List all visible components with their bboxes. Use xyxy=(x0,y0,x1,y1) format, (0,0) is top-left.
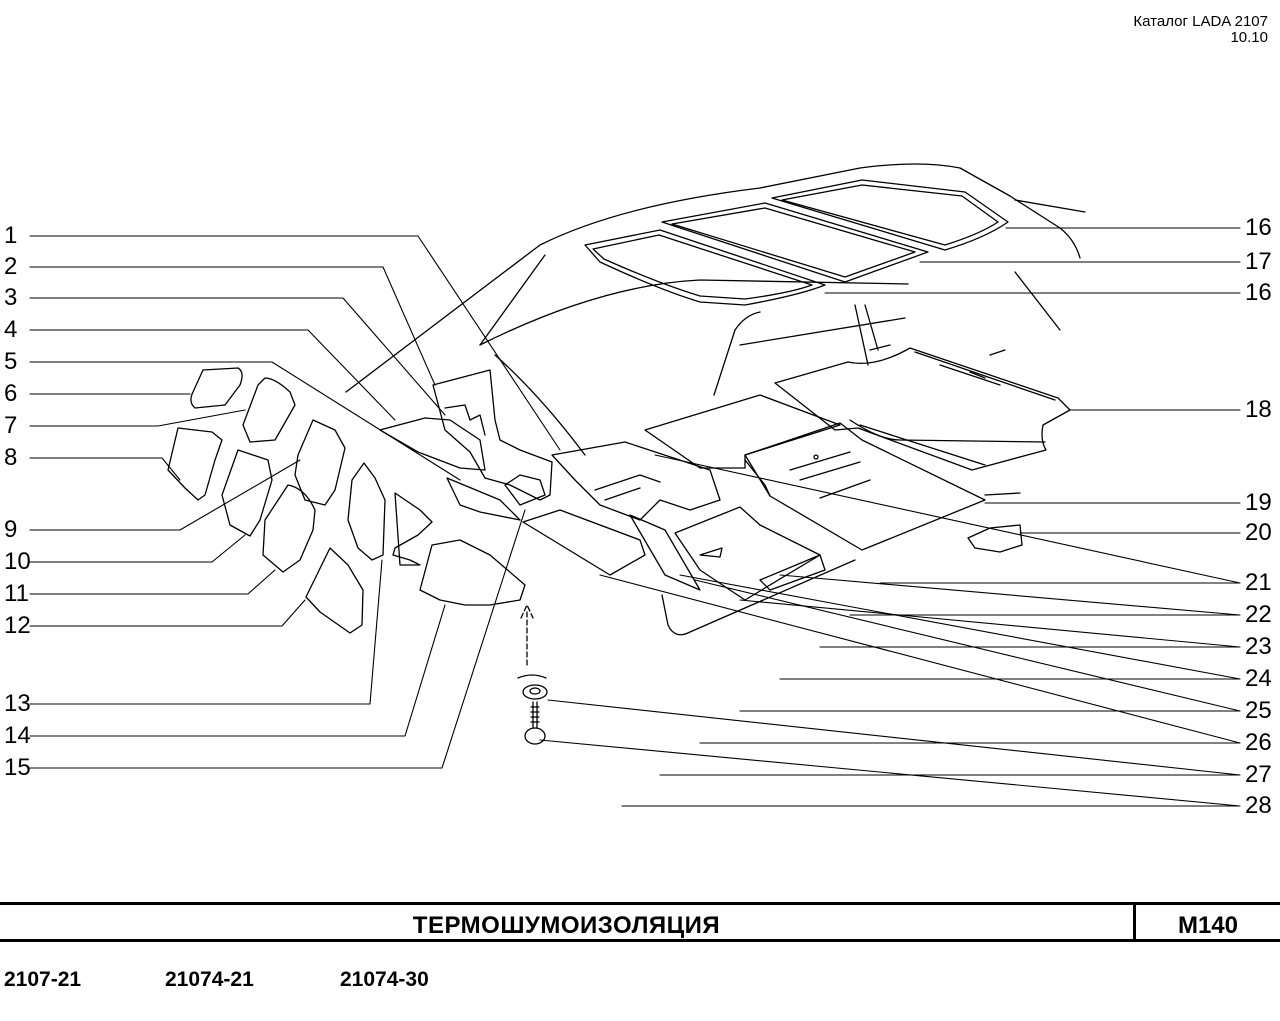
fastener-direction-arrow xyxy=(521,605,533,665)
callout-left-1: 1 xyxy=(4,222,18,249)
trunk-mat xyxy=(775,348,1070,470)
pad-15 xyxy=(420,540,525,605)
washer xyxy=(523,685,547,699)
callout-left-11: 11 xyxy=(4,580,29,607)
callout-right-20: 20 xyxy=(1245,519,1272,546)
front-floor-insulation xyxy=(380,370,825,600)
title-block: ТЕРМОШУМОИЗОЛЯЦИЯ М140 xyxy=(0,902,1280,942)
left-floor-strip xyxy=(447,478,520,520)
roof-panel-front xyxy=(585,230,825,305)
callout-right-24: 24 xyxy=(1245,665,1272,692)
side-insulation-pads xyxy=(168,368,525,633)
pad-14 xyxy=(393,493,432,565)
callout-left-9: 9 xyxy=(4,516,18,543)
callout-left-10: 10 xyxy=(4,548,31,575)
rear-mat-small xyxy=(760,555,825,590)
rear-floor-mat xyxy=(745,423,985,550)
pad-7 xyxy=(243,378,295,442)
section-code: М140 xyxy=(1177,912,1239,939)
callout-left-5: 5 xyxy=(4,348,18,375)
roof-panel-middle xyxy=(662,203,928,282)
pad-8 xyxy=(168,428,222,500)
callout-right-27: 27 xyxy=(1245,761,1272,788)
callout-left-6: 6 xyxy=(4,380,18,407)
pad-6 xyxy=(191,368,242,408)
right-kick-panel xyxy=(675,507,820,600)
callout-left-4: 4 xyxy=(4,316,18,343)
callout-right-16b: 16 xyxy=(1245,279,1272,306)
roof-insulation-panels xyxy=(585,180,1008,305)
callout-right-21: 21 xyxy=(1245,569,1272,596)
callout-right-19: 19 xyxy=(1245,489,1272,516)
center-panel xyxy=(552,442,720,520)
callout-right-22: 22 xyxy=(1245,601,1272,628)
callout-left-14: 14 xyxy=(4,722,31,749)
callout-right-18: 18 xyxy=(1245,396,1272,423)
catalog-edition: 10.10 xyxy=(1230,29,1268,46)
tunnel-right-strip xyxy=(630,515,700,590)
callout-right-23: 23 xyxy=(1245,633,1272,660)
right-front-mat xyxy=(523,510,645,575)
rear-floor-insulation xyxy=(645,348,1070,552)
catalog-name: Каталог LADA 2107 xyxy=(1133,13,1268,30)
pad-12 xyxy=(306,548,363,633)
model-code-1: 2107-21 xyxy=(4,968,82,991)
callout-left-7: 7 xyxy=(4,412,18,439)
pad-11 xyxy=(263,485,315,572)
callout-left-3: 3 xyxy=(4,284,18,311)
catalog-header: Каталог LADA 2107 10.10 xyxy=(1133,14,1268,46)
leader-lines-left xyxy=(30,236,560,768)
callout-left-15: 15 xyxy=(4,754,31,781)
callout-left-12: 12 xyxy=(4,612,31,639)
fasteners xyxy=(518,605,547,744)
callout-right-26: 26 xyxy=(1245,729,1272,756)
screw xyxy=(531,702,539,728)
callout-right-28: 28 xyxy=(1245,792,1272,819)
callout-right-16a: 16 xyxy=(1245,214,1272,241)
page-title: ТЕРМОШУМОИЗОЛЯЦИЯ xyxy=(412,912,721,939)
callout-right-25: 25 xyxy=(1245,697,1272,724)
model-code-2: 21074-21 xyxy=(165,968,254,991)
tunnel-panel xyxy=(433,370,552,500)
callout-left-2: 2 xyxy=(4,253,18,280)
callout-left-13: 13 xyxy=(4,690,31,717)
left-floor-mat xyxy=(380,418,485,470)
rear-seat-mat xyxy=(645,395,840,468)
leader-lines-right xyxy=(540,228,1240,806)
pad-10 xyxy=(222,450,272,536)
title-divider xyxy=(1133,905,1136,939)
model-code-3: 21074-30 xyxy=(340,968,429,991)
exploded-parts-drawing xyxy=(0,0,1280,900)
roof-panel-rear xyxy=(772,180,1008,250)
callout-right-17: 17 xyxy=(1245,248,1272,275)
callout-left-8: 8 xyxy=(4,444,18,471)
pad-13 xyxy=(348,463,385,560)
